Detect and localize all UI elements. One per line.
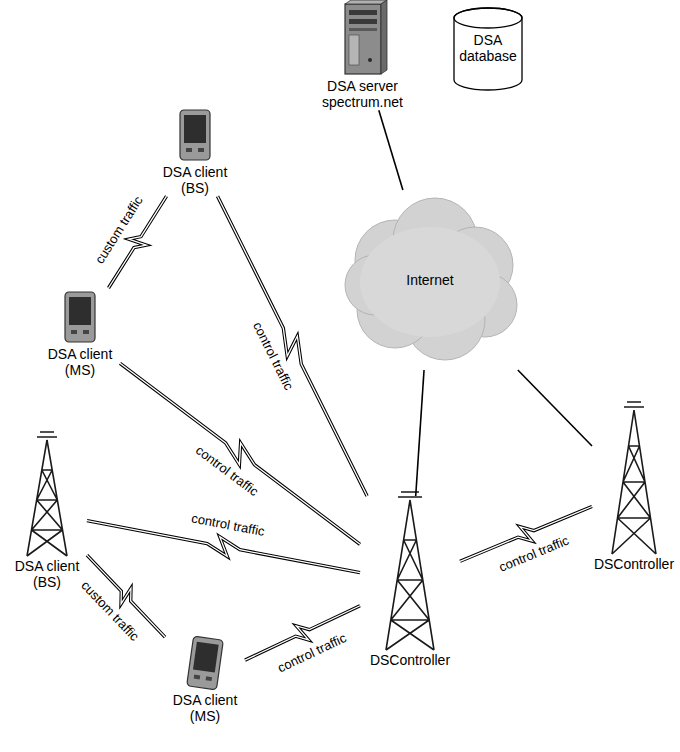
pda-icon bbox=[180, 110, 210, 160]
node-label: DSA client (BS) bbox=[155, 164, 235, 196]
tower-icon bbox=[27, 432, 67, 556]
controller-node: DSController bbox=[360, 496, 460, 668]
pda-icon bbox=[65, 292, 95, 342]
node-label: DSA client (MS) bbox=[40, 346, 120, 378]
client-node: DSA client (MS) bbox=[40, 288, 120, 378]
server-bay bbox=[349, 19, 377, 24]
tower-icon bbox=[612, 402, 656, 554]
edge-label: control traffic bbox=[495, 532, 573, 576]
node-label: Internet bbox=[406, 272, 453, 288]
server-case bbox=[345, 4, 381, 74]
server-side bbox=[381, 0, 387, 74]
node-label: DSController bbox=[592, 556, 676, 572]
pda-screen bbox=[69, 297, 91, 325]
wired-link bbox=[416, 370, 424, 496]
server-led bbox=[368, 58, 372, 62]
pda-screen bbox=[193, 642, 219, 673]
pda-button bbox=[198, 148, 204, 152]
edge-label: control traffic bbox=[248, 317, 297, 394]
client-node: DSA client (BS) bbox=[155, 106, 235, 196]
link-line bbox=[379, 110, 403, 190]
link-line bbox=[416, 370, 424, 496]
internet-cloud: Internet bbox=[335, 190, 525, 370]
pda-icon bbox=[187, 636, 224, 690]
pda-body bbox=[180, 110, 210, 160]
pda-screen bbox=[184, 115, 206, 143]
cylinder-top bbox=[454, 8, 522, 28]
pda-button bbox=[206, 676, 212, 681]
edge-label: custom traffic bbox=[76, 577, 143, 646]
node-label: DSA client (BS) bbox=[7, 558, 87, 590]
cloud-puffs bbox=[345, 198, 517, 360]
pda-button bbox=[83, 330, 89, 334]
server-panel bbox=[349, 35, 359, 65]
client-node: DSA client (MS) bbox=[165, 634, 245, 724]
node-label: DSController bbox=[360, 652, 460, 668]
edge-label: custom traffic bbox=[91, 192, 147, 269]
controller-node: DSController bbox=[592, 406, 676, 572]
node-label: DSA client (MS) bbox=[165, 692, 245, 724]
wired-link bbox=[518, 370, 592, 446]
link-outline bbox=[120, 363, 360, 544]
edge-label: control traffic bbox=[188, 510, 268, 540]
tower-icon bbox=[386, 492, 434, 650]
server-slot bbox=[349, 28, 377, 31]
node-label: DSA database bbox=[452, 32, 524, 64]
server-icon bbox=[345, 0, 387, 74]
node-label: DSA server spectrum.net bbox=[305, 78, 420, 110]
client-node: DSA client (BS) bbox=[7, 436, 87, 590]
edge-label: control traffic bbox=[273, 629, 350, 677]
link-core bbox=[120, 363, 360, 544]
pda-body bbox=[187, 636, 224, 690]
pda-body bbox=[65, 292, 95, 342]
pda-button bbox=[71, 330, 77, 334]
server-node: DSA server spectrum.net bbox=[305, 2, 420, 110]
link-line bbox=[518, 370, 592, 446]
pda-button bbox=[186, 148, 192, 152]
wired-link bbox=[379, 110, 403, 190]
server-bay bbox=[349, 10, 377, 15]
radio-link bbox=[120, 363, 360, 544]
database-cylinder: DSA database bbox=[452, 6, 524, 92]
cloud-core bbox=[360, 227, 500, 337]
pda-button bbox=[194, 675, 200, 680]
server-top bbox=[345, 0, 387, 4]
edge-label: control traffic bbox=[191, 442, 263, 502]
